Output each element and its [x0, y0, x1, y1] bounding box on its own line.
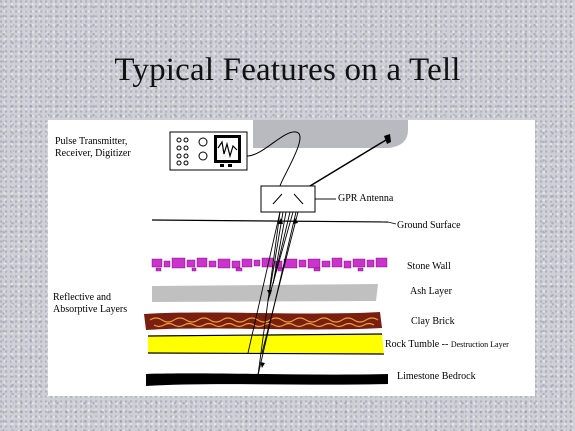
ash-layer-label: Ash Layer: [410, 286, 452, 297]
leader-lines: [315, 198, 397, 225]
equipment-box: [169, 131, 248, 171]
rock-tumble-sub: Destruction Layer: [450, 340, 509, 349]
side-note-line1: Reflective and: [53, 292, 112, 303]
clay-brick-speckle: [149, 317, 379, 328]
top-grey-strip: [253, 120, 408, 148]
equipment-label-line2: Receiver, Digitizer: [55, 148, 131, 159]
rock-tumble-layer: [148, 334, 384, 354]
clay-brick-layer: [144, 312, 382, 330]
rock-tumble-label: Rock Tumble -- Destruction Layer: [385, 339, 509, 351]
diagram-graphics: [144, 120, 408, 386]
antenna-handle: [309, 139, 387, 187]
ground-line: [151, 219, 389, 223]
equipment-label: Pulse Transmitter, Receiver, Digitizer: [55, 136, 131, 160]
stone-wall-layer: [151, 257, 388, 272]
rock-tumble-main: Rock Tumble --: [385, 339, 451, 350]
side-note-label: Reflective and Absorptive Layers: [53, 292, 127, 316]
stone-wall-label: Stone Wall: [407, 261, 451, 272]
antenna-box: [260, 185, 316, 213]
side-note-line2: Absorptive Layers: [53, 304, 128, 315]
clay-brick-label: Clay Brick: [411, 316, 455, 327]
bedrock-layer: [146, 373, 388, 386]
cable: [246, 131, 301, 187]
equipment-label-line1: Pulse Transmitter,: [55, 136, 128, 147]
ground-surface-label: Ground Surface: [397, 220, 461, 231]
bedrock-label: Limestone Bedrock: [397, 371, 476, 382]
ash-layer: [152, 284, 378, 302]
gpr-diagram: Pulse Transmitter, Receiver, Digitizer G…: [48, 120, 535, 396]
slide-title: Typical Features on a Tell: [114, 52, 461, 88]
ray-arrowheads: [260, 218, 298, 368]
antenna-label: GPR Antenna: [338, 193, 394, 204]
